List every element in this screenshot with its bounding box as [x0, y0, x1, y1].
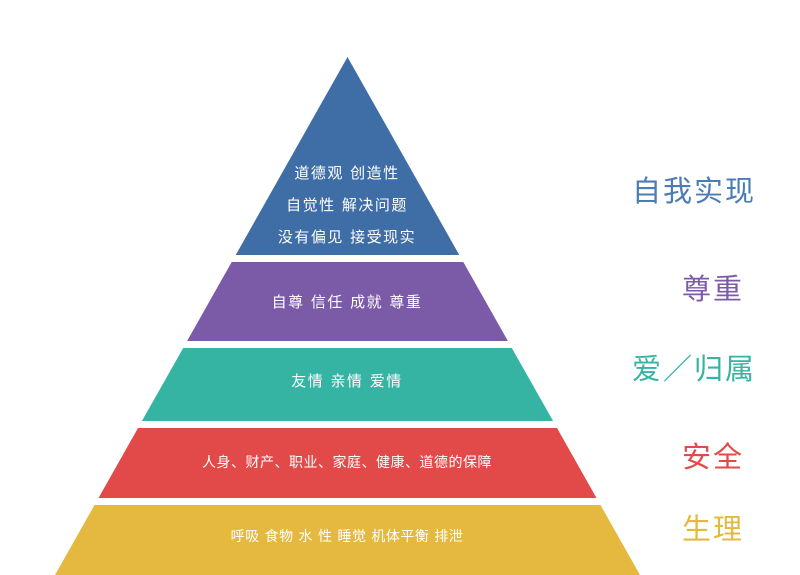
level-physiological-text: 呼吸 食物 水 性 睡觉 机体平衡 排泄	[231, 528, 464, 545]
side-label-self-actualization: 自我实现	[632, 174, 756, 208]
pyramid-level-texts: 道德观 创造性 自觉性 解决问题 没有偏见 接受现实 自尊 信任 成就 尊重 友…	[202, 164, 492, 545]
level-self-actualization-line-1: 道德观 创造性	[294, 164, 399, 182]
level-physiological-shape	[55, 505, 640, 575]
side-label-safety: 安全	[682, 440, 744, 474]
level-esteem-shape	[187, 262, 508, 341]
side-label-esteem: 尊重	[682, 272, 744, 306]
level-self-actualization-shape	[235, 57, 460, 255]
side-label-love-belonging: 爱／归属	[632, 352, 756, 386]
pyramid-side-labels: 自我实现 尊重 爱／归属 安全 生理	[632, 174, 756, 546]
level-self-actualization-line-2: 自觉性 解决问题	[286, 196, 408, 214]
level-self-actualization-line-3: 没有偏见 接受现实	[278, 228, 416, 246]
level-love-belonging-shape	[141, 348, 554, 421]
pyramid-shapes	[55, 57, 640, 575]
level-esteem-text: 自尊 信任 成就 尊重	[272, 293, 423, 311]
level-safety-shape	[98, 428, 597, 498]
side-label-physiological: 生理	[682, 512, 744, 546]
level-love-belonging-text: 友情 亲情 爱情	[291, 372, 403, 390]
level-safety-text: 人身、财产、职业、家庭、健康、道德的保障	[202, 454, 492, 471]
